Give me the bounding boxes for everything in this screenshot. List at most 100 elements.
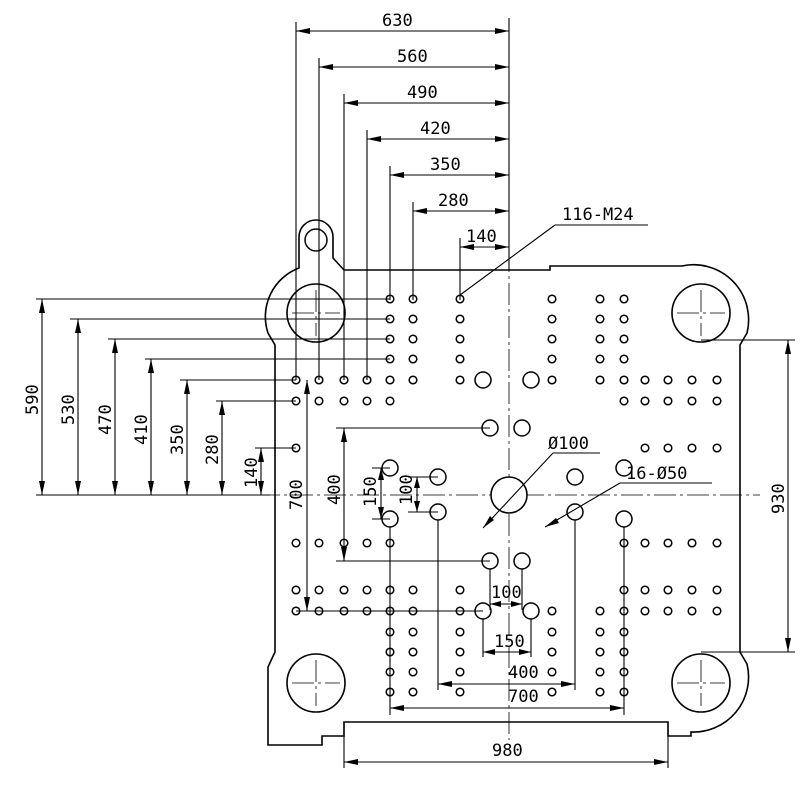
right-dimension-lines <box>701 339 795 653</box>
tapped-hole <box>362 538 372 548</box>
tapped-hole <box>640 375 650 385</box>
tapped-hole <box>339 396 349 406</box>
tapped-hole <box>408 375 418 385</box>
tapped-hole <box>619 354 629 364</box>
tapped-hole <box>547 667 557 677</box>
tapped-hole <box>408 334 418 344</box>
tapped-hole <box>663 606 673 616</box>
tapped-hole <box>595 334 605 344</box>
dim-700-bottom: 700 <box>508 687 539 707</box>
tapped-hole <box>547 606 557 616</box>
tapped-hole <box>547 687 557 697</box>
tapped-hole <box>291 585 301 595</box>
dim-420: 420 <box>420 119 451 139</box>
tie-bar-holes <box>286 283 731 713</box>
tapped-hole <box>314 396 324 406</box>
tapped-hole <box>640 443 650 453</box>
dim-590: 590 <box>23 384 43 415</box>
tapped-hole <box>547 294 557 304</box>
center-hole <box>490 476 528 514</box>
dim-490: 490 <box>407 83 438 103</box>
tapped-hole <box>712 375 722 385</box>
dim-150-vertical: 150 <box>361 476 381 507</box>
tapped-hole <box>619 334 629 344</box>
dim-140-left: 140 <box>242 457 262 488</box>
callout-116-m24: 116-M24 <box>562 205 634 225</box>
leader-lines <box>482 452 712 529</box>
callout-16-d50: 16-Ø50 <box>626 464 687 484</box>
tapped-hole <box>712 443 722 453</box>
dim-980: 980 <box>492 741 523 761</box>
top-dimension-lines <box>295 18 648 380</box>
dim-400-vertical: 400 <box>325 474 345 505</box>
tapped-hole <box>640 606 650 616</box>
dim-470: 470 <box>96 404 116 435</box>
bottom-dimension-lines <box>343 520 669 768</box>
tapped-hole <box>687 606 697 616</box>
tapped-hole <box>408 647 418 657</box>
tapped-hole <box>455 627 465 637</box>
tapped-holes <box>291 294 722 697</box>
tapped-hole <box>687 443 697 453</box>
tapped-hole <box>595 375 605 385</box>
tapped-hole <box>640 396 650 406</box>
tapped-hole <box>408 627 418 637</box>
dim-410: 410 <box>132 414 152 445</box>
dim-100-bottom: 100 <box>491 583 522 603</box>
dim-350-left: 350 <box>168 424 188 455</box>
lug-hole <box>304 228 328 252</box>
tapped-hole <box>455 354 465 364</box>
tapped-hole <box>385 375 395 385</box>
tapped-hole <box>712 538 722 548</box>
tapped-hole <box>455 334 465 344</box>
tapped-hole <box>547 647 557 657</box>
tapped-hole <box>595 647 605 657</box>
tapped-hole <box>385 396 395 406</box>
dim-280-left: 280 <box>203 434 223 465</box>
tapped-hole <box>408 314 418 324</box>
tapped-hole <box>619 294 629 304</box>
dim-530: 530 <box>59 394 79 425</box>
tapped-hole <box>663 538 673 548</box>
tapped-hole <box>408 687 418 697</box>
tapped-hole <box>455 314 465 324</box>
tapped-hole <box>408 585 418 595</box>
tapped-hole <box>455 667 465 677</box>
tapped-hole <box>455 585 465 595</box>
dim-150-bottom: 150 <box>494 632 525 652</box>
tapped-hole <box>547 334 557 344</box>
tapped-hole <box>595 354 605 364</box>
tapped-hole <box>663 443 673 453</box>
tapped-hole <box>619 314 629 324</box>
tapped-hole <box>547 314 557 324</box>
tapped-hole <box>547 375 557 385</box>
tapped-hole <box>663 396 673 406</box>
dim-350: 350 <box>430 155 461 175</box>
tapped-hole <box>687 375 697 385</box>
tapped-hole <box>314 585 324 595</box>
tapped-hole <box>640 585 650 595</box>
tapped-hole <box>408 354 418 364</box>
dim-560: 560 <box>397 47 428 67</box>
tapped-hole <box>712 585 722 595</box>
tapped-hole <box>455 687 465 697</box>
dim-100-vertical: 100 <box>397 474 417 505</box>
tapped-hole <box>291 538 301 548</box>
left-dimension-lines <box>36 298 390 496</box>
tapped-hole <box>687 585 697 595</box>
dim-140: 140 <box>466 227 497 247</box>
dim-700-vertical: 700 <box>287 479 307 510</box>
tapped-hole <box>547 354 557 364</box>
tapped-hole <box>640 538 650 548</box>
dim-280: 280 <box>438 191 469 211</box>
tapped-hole <box>362 396 372 406</box>
dim-400-bottom: 400 <box>508 663 539 683</box>
tapped-hole <box>663 375 673 385</box>
tapped-hole <box>619 375 629 385</box>
dim-930: 930 <box>769 483 789 514</box>
tapped-hole <box>547 627 557 637</box>
dim-630: 630 <box>382 11 413 31</box>
tapped-hole <box>712 396 722 406</box>
tapped-hole <box>663 585 673 595</box>
tapped-hole <box>339 585 349 595</box>
